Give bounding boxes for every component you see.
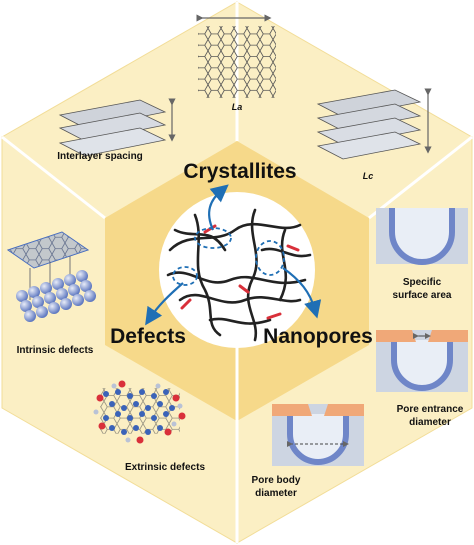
extrinsic-defects-illustration: Extrinsic defects (93, 380, 205, 473)
pore-specific-surface: Specific surface area (376, 208, 468, 301)
nanopores-title: Nanopores (263, 325, 373, 348)
section-arrows (145, 184, 322, 326)
la-graphene-sheet: La (196, 14, 276, 112)
interlayer-stack: Interlayer spacing (57, 98, 176, 162)
interlayer-label: Interlayer spacing (57, 151, 143, 162)
body-label-1: Pore body (252, 475, 301, 486)
carbon-network (159, 192, 315, 348)
defects-title: Defects (110, 325, 186, 348)
entrance-label-1: Pore entrance (397, 404, 464, 415)
crystallites-title: Crystallites (183, 160, 296, 183)
pore-body: Pore body diameter (252, 404, 364, 499)
entrance-label-2: diameter (409, 417, 451, 428)
body-label-2: diameter (255, 488, 297, 499)
lc-stack: Lc (316, 88, 432, 181)
extrinsic-label: Extrinsic defects (125, 462, 205, 473)
specific-label-2: surface area (393, 290, 452, 301)
pore-entrance: Pore entrance diameter (376, 330, 468, 428)
specific-label-1: Specific (403, 277, 442, 288)
intrinsic-defects-illustration: Intrinsic defects (6, 231, 96, 356)
lc-label: Lc (363, 171, 374, 181)
intrinsic-label: Intrinsic defects (17, 345, 94, 356)
la-label: La (232, 102, 243, 112)
